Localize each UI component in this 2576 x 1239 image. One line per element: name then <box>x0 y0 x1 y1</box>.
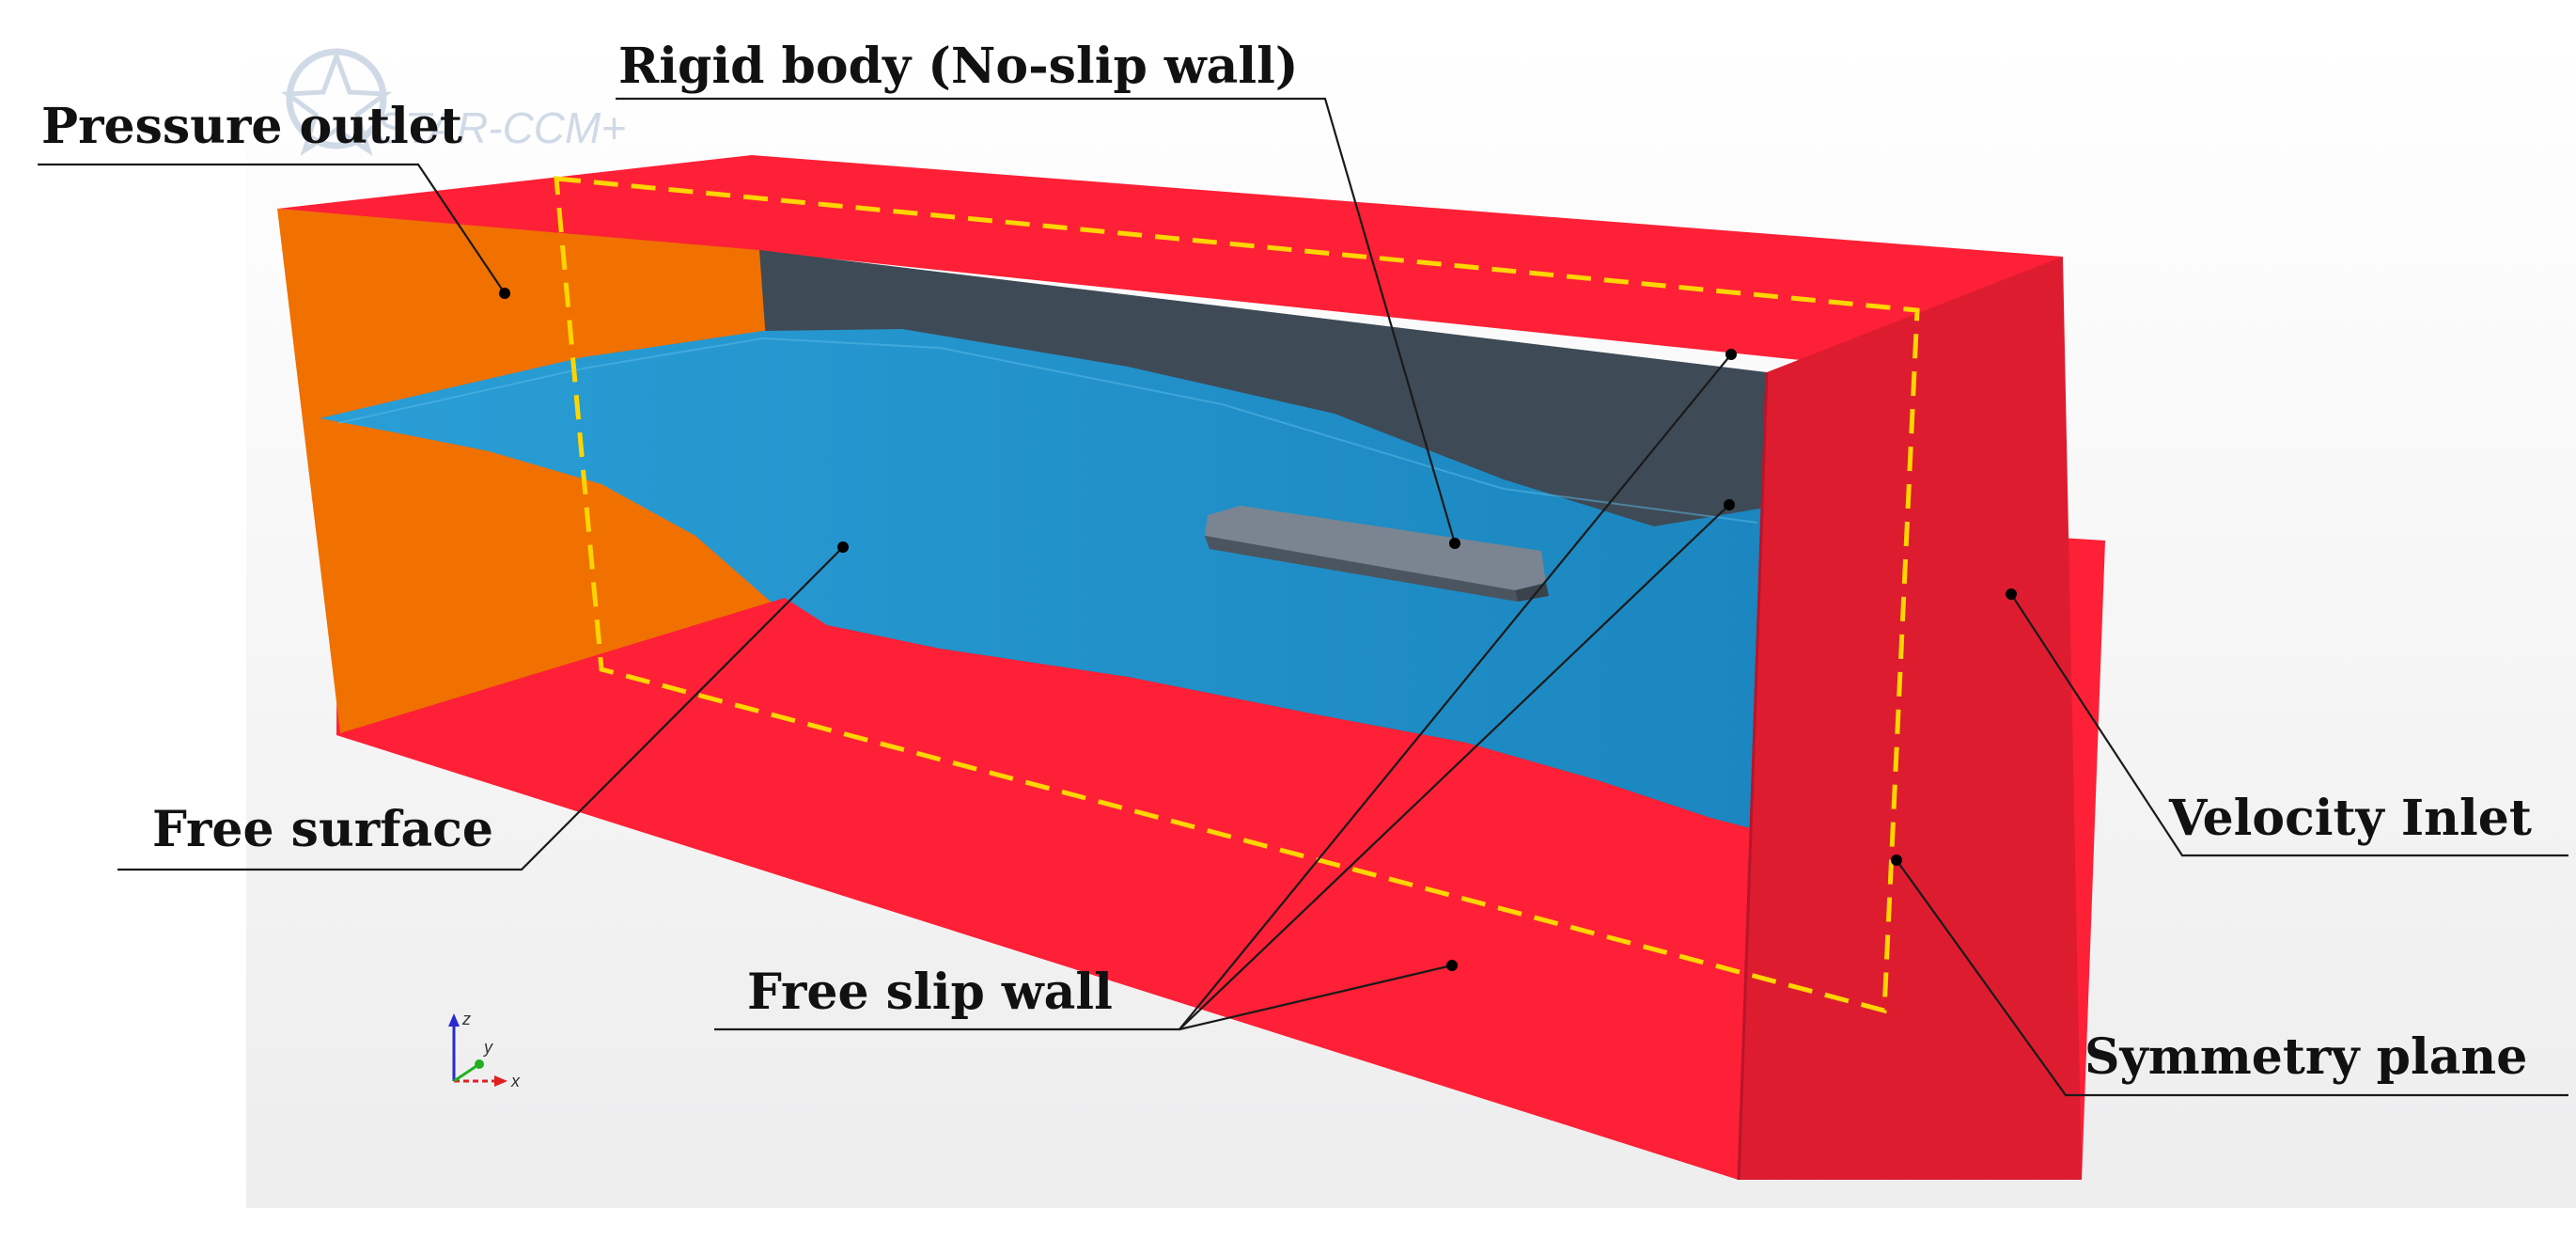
leader-symmetry-plane <box>1896 859 2568 1097</box>
label-velocity-inlet: Velocity Inlet <box>2168 790 2532 847</box>
y-axis-line <box>453 1062 480 1083</box>
z-axis-arrow <box>448 1013 460 1027</box>
rigid-body-hull <box>1205 506 1549 602</box>
leader-lines <box>38 97 2568 1097</box>
z-axis-label: z <box>461 1010 471 1028</box>
bottom-front-face <box>340 598 1765 1180</box>
leader-free-slip-bottom <box>1179 964 1453 1031</box>
leader-free-surface <box>117 546 844 871</box>
inlet-edge-line <box>1737 371 1769 1181</box>
label-rigid-body: Rigid body (No-slip wall) <box>618 38 1298 95</box>
x-axis-arrow <box>494 1075 507 1087</box>
label-pressure-outlet: Pressure outlet <box>41 98 462 155</box>
label-symmetry-plane: Symmetry plane <box>2084 1028 2527 1086</box>
star-ccm-watermark: STAR-CCM+ <box>280 48 626 156</box>
pressure-outlet-face <box>277 209 785 733</box>
axis-triad: z y x <box>448 1010 521 1090</box>
x-axis-label: x <box>510 1072 521 1090</box>
y-axis-dot <box>475 1059 484 1069</box>
leader-velocity-inlet <box>2010 593 2568 857</box>
label-free-surface: Free surface <box>152 801 493 858</box>
leader-free-slip-back <box>1179 504 1730 1030</box>
watermark-text: STAR-CCM+ <box>376 103 626 152</box>
leader-dots <box>499 288 2017 971</box>
water-highlight-line <box>337 337 1758 524</box>
free-surface-water <box>320 329 1765 832</box>
velocity-inlet-face <box>1739 257 2082 1180</box>
symmetry-plane-outline <box>554 176 1920 1014</box>
y-axis-label: y <box>482 1038 493 1057</box>
leader-rigid-body <box>616 97 1457 544</box>
label-free-slip-wall: Free slip wall <box>747 964 1113 1021</box>
leader-pressure-outlet <box>38 163 506 294</box>
top-free-slip-face <box>277 155 2063 373</box>
